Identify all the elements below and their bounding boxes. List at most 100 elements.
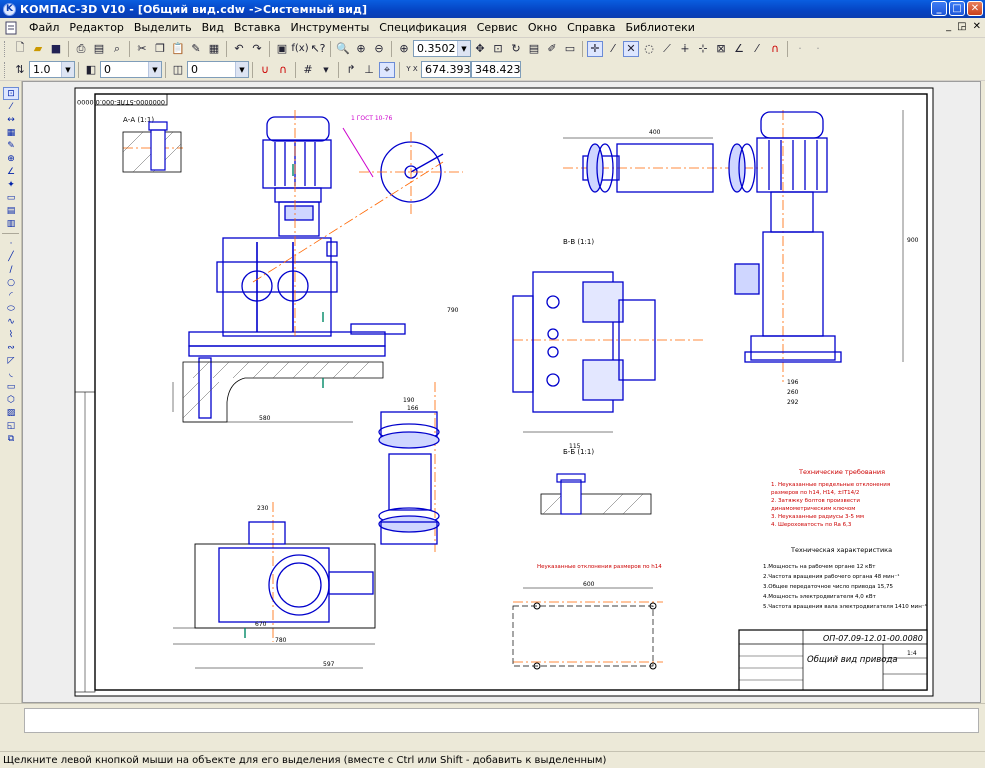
layer-combo[interactable]: 0 ▼ (100, 61, 162, 78)
property-panel-area[interactable] (24, 708, 979, 733)
menu-insert[interactable]: Вставка (233, 21, 281, 34)
doc-minimize-button[interactable]: _ (946, 21, 952, 32)
menu-file[interactable]: Файл (29, 21, 60, 34)
refresh-icon[interactable]: ↻ (511, 42, 521, 55)
chevron-down-icon[interactable]: ▼ (61, 62, 74, 77)
extra-snap2-icon[interactable]: · (816, 42, 820, 55)
magnet-toggle-icon[interactable]: ∩ (278, 63, 288, 76)
geometry-panel-icon[interactable]: ⁄ (10, 101, 12, 112)
snap-intersection-icon[interactable]: ✕ (623, 40, 639, 57)
dimensions-panel-icon[interactable]: ↔ (7, 114, 15, 125)
menu-specification[interactable]: Спецификация (379, 21, 467, 34)
function-icon[interactable]: f(x) (291, 43, 309, 54)
cursor-step-icon[interactable]: ⇅ (15, 63, 25, 76)
coord-x-field[interactable]: 674.393 (421, 61, 471, 78)
select-panel-icon[interactable]: ✦ (7, 179, 15, 190)
chevron-down-icon[interactable]: ▼ (235, 62, 248, 77)
edit-draw-icon[interactable]: ✐ (547, 42, 557, 55)
contour-tool-icon[interactable]: ◱ (6, 420, 16, 431)
fillet-tool-icon[interactable]: ◟ (9, 368, 13, 379)
chevron-down-icon[interactable]: ▼ (457, 41, 470, 56)
chevron-down-icon[interactable]: ▼ (148, 62, 161, 77)
magnet-icon[interactable]: ∩ (770, 42, 780, 55)
main-assembly-view[interactable] (188, 116, 406, 419)
local-cs-icon[interactable]: ↱ (346, 63, 356, 76)
new-document-icon[interactable]: 🗋 (15, 41, 25, 54)
snap-angle-icon[interactable]: ∠ (734, 42, 744, 55)
doc-restore-button[interactable]: ◲ (957, 21, 967, 32)
ellipse-tool-icon[interactable]: ⬭ (7, 303, 15, 314)
technical-characteristics[interactable]: Техническая характеристика 1.Мощность на… (763, 546, 927, 610)
step-combo[interactable]: 1.0 ▼ (29, 61, 75, 78)
menu-window[interactable]: Окно (527, 21, 558, 34)
redo-icon[interactable]: ↷ (252, 42, 262, 55)
menu-view[interactable]: Вид (201, 21, 224, 34)
section-b-b[interactable]: Б-Б (1:1) (540, 448, 652, 515)
close-button[interactable]: ✕ (967, 1, 983, 16)
zoom-out-icon[interactable]: ⊖ (374, 42, 384, 55)
parametric-panel-icon[interactable]: ⊕ (7, 153, 15, 164)
bezier-tool-icon[interactable]: ∾ (7, 342, 15, 353)
layer-state-icon[interactable]: ◧ (85, 63, 97, 76)
grid-icon[interactable]: # (303, 63, 313, 76)
menu-libraries[interactable]: Библиотеки (625, 21, 695, 34)
extra-snap-icon[interactable]: · (798, 42, 802, 55)
hatch-tool-icon[interactable]: ▨ (6, 407, 16, 418)
polygon-tool-icon[interactable]: ⬡ (7, 394, 15, 405)
arc-tool-icon[interactable]: ◜ (9, 290, 13, 301)
zoom-combo[interactable]: 0.3502 ▼ (413, 40, 471, 57)
print-icon[interactable]: ⎙ (76, 41, 86, 55)
polyline-tool-icon[interactable]: ⌇ (8, 329, 14, 340)
maximize-button[interactable]: □ (949, 1, 965, 16)
lower-pulley-view[interactable] (378, 411, 440, 545)
properties-icon[interactable]: ▦ (208, 42, 220, 55)
zoom-in-icon[interactable]: ⊕ (356, 42, 366, 55)
menu-select[interactable]: Выделить (133, 21, 192, 34)
paste-icon[interactable]: 📋 (171, 42, 185, 55)
snap-midpoint-icon[interactable]: ∔ (680, 42, 690, 55)
side-view-drive[interactable] (734, 111, 842, 363)
pan-icon[interactable]: ✥ (475, 42, 485, 55)
snap-toggle-icon[interactable]: ∪ (260, 63, 270, 76)
toolbar-grip[interactable] (4, 40, 7, 57)
snap-circle-icon[interactable]: ◌ (644, 42, 654, 55)
middle-section-view[interactable] (512, 271, 656, 413)
snap-grid-icon[interactable]: ⊠ (716, 42, 726, 55)
reports-panel-icon[interactable]: ▥ (6, 218, 16, 229)
view-manager-icon[interactable]: ▭ (564, 42, 576, 55)
associative-views-icon[interactable]: ▭ (6, 192, 16, 203)
drawing-canvas[interactable]: 0000000-5ТЛЕ-000.0.0000 (22, 81, 981, 703)
cut-icon[interactable]: ✂ (137, 42, 147, 55)
menu-service[interactable]: Сервис (476, 21, 518, 34)
title-block[interactable]: ОП-07.09-12.01-00.0080 Общий вид привода… (738, 629, 928, 691)
ortho-icon[interactable]: ⊥ (364, 63, 374, 76)
nurbs-tool-icon[interactable]: ∿ (7, 316, 15, 327)
zoom-scale-icon[interactable]: ⊕ (399, 42, 409, 55)
point-tool-icon[interactable]: · (9, 238, 13, 249)
print-preview-icon[interactable]: ▤ (93, 42, 105, 55)
foundation-plan[interactable] (512, 602, 657, 670)
equidistant-tool-icon[interactable]: ⧉ (7, 433, 15, 444)
help-pointer-icon[interactable]: ↖? (310, 42, 326, 55)
select-mode-icon[interactable]: ⊡ (3, 87, 19, 100)
auxiliary-line-icon[interactable]: ╱ (8, 251, 14, 262)
menu-help[interactable]: Справка (567, 21, 616, 34)
spec-panel-icon[interactable]: ▤ (6, 205, 16, 216)
grid-menu-icon[interactable]: ▼ (323, 65, 329, 74)
minimize-button[interactable]: _ (931, 1, 947, 16)
technical-requirements[interactable]: Технические требования 1. Неуказанные пр… (771, 468, 890, 528)
edit-panel-icon[interactable]: ✎ (7, 140, 15, 151)
snap-point-icon[interactable]: ✛ (587, 40, 603, 57)
save-icon[interactable]: ■ (50, 42, 62, 55)
menu-editor[interactable]: Редактор (69, 21, 124, 34)
segment-tool-icon[interactable]: ∕ (9, 264, 13, 275)
snap-nearest-icon[interactable]: ⁄ (756, 42, 758, 55)
doc-close-button[interactable]: ✕ (972, 21, 981, 32)
style-state-icon[interactable]: ◫ (172, 63, 184, 76)
zoom-window-icon[interactable]: 🔍 (336, 42, 350, 55)
pulley-shaft-assembly[interactable] (582, 143, 756, 193)
section-a-a[interactable]: А-А (1:1) (122, 116, 182, 173)
snap-center-icon[interactable]: ⊹ (698, 42, 708, 55)
format-painter-icon[interactable]: ✎ (191, 42, 201, 55)
style-combo[interactable]: 0 ▼ (187, 61, 249, 78)
